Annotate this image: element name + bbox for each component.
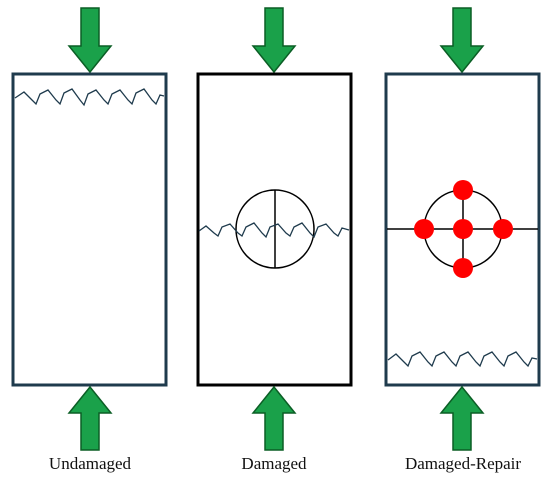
caption-damaged: Damaged xyxy=(241,454,307,473)
bottom-load-arrow-icon xyxy=(251,385,297,451)
bottom-load-arrow-icon xyxy=(439,385,485,451)
specimen-undamaged xyxy=(11,7,168,451)
bottom-load-arrow-icon xyxy=(67,385,113,451)
repair-dot-top xyxy=(453,180,473,200)
caption-damaged-repair: Damaged-Repair xyxy=(404,454,522,473)
repair-dot-center xyxy=(453,219,473,239)
crack-line xyxy=(387,351,538,368)
repair-dot-right xyxy=(493,219,513,239)
specimen-body xyxy=(11,72,168,387)
specimen-damaged xyxy=(196,7,353,451)
specimen-damaged-repair xyxy=(384,7,541,451)
top-load-arrow-icon xyxy=(439,7,485,74)
crack-line xyxy=(198,222,350,239)
top-load-arrow-icon xyxy=(251,7,297,74)
crack-line xyxy=(14,88,165,107)
top-load-arrow-icon xyxy=(67,7,113,74)
caption-undamaged: Undamaged xyxy=(48,454,132,473)
repair-dot-bottom xyxy=(453,258,473,278)
repair-dot-left xyxy=(414,219,434,239)
